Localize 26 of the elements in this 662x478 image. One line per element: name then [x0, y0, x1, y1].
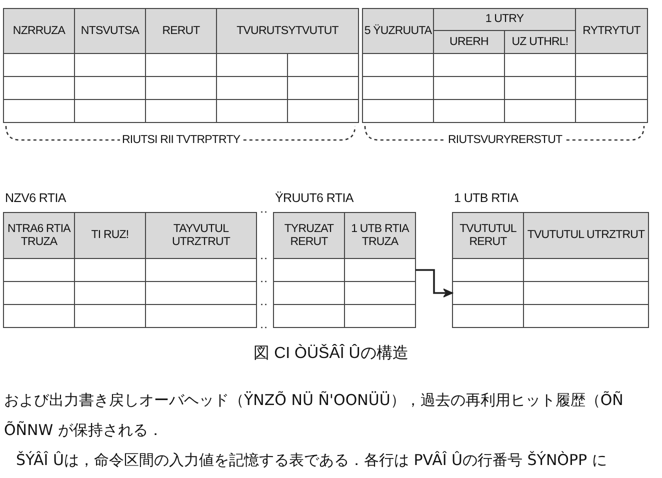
column-header: NZRRUZA [4, 8, 74, 54]
column-header: TYRUZAT RERUT [274, 212, 344, 258]
column-header: 5 ŸUZRUUTA [362, 8, 434, 54]
table-title: ŸRUUT6 RTIA [275, 190, 354, 206]
column-header: TVUTUTUL UTRZTRUT [524, 212, 648, 258]
body-text: および出力書き戻しオーバヘッド（ŸNZÕ NÜ Ñ'OONÜÜ），過去の再利用ヒット履歴（ÕÑ [4, 390, 624, 410]
body-text: ŠÝÂÎ Ûは，命令区間の入力値を記憶する表である．各行は PVÂÎ Ûの行番号 ŠÝNÒPP に [16, 450, 607, 470]
column-header: UZ UTHRL! [504, 30, 576, 54]
column-header: URERH [434, 30, 504, 54]
body-text: ÕÑNW が保持される． [4, 420, 163, 440]
table-title: 1 UTB RTIA [454, 190, 518, 206]
column-header: 1 UTB RTIA TRUZA [344, 212, 416, 258]
column-header: TVUTUTUL RERUT [452, 212, 524, 258]
arrow [416, 269, 453, 298]
column-header: NTRA6 RTIA TRUZA [4, 212, 74, 258]
column-header: 1 UTRY [434, 8, 576, 30]
column-header: TI RUZ! [74, 212, 146, 258]
column-header: TVURUTSYTVUTUT [216, 8, 359, 54]
table-cell [344, 258, 416, 282]
column-header: TAYVUTUL UTRZTRUT [146, 212, 256, 258]
table-cell [452, 282, 524, 304]
column-header: RERUT [146, 8, 216, 54]
column-header: RYTRYTUT [576, 8, 648, 54]
table-title: NZV6 RTIA [5, 190, 66, 206]
figure-caption: 図 CI ÒÜŠÂÎ Ûの構造 [254, 345, 408, 362]
column-header: NTSVUTSA [74, 8, 146, 54]
